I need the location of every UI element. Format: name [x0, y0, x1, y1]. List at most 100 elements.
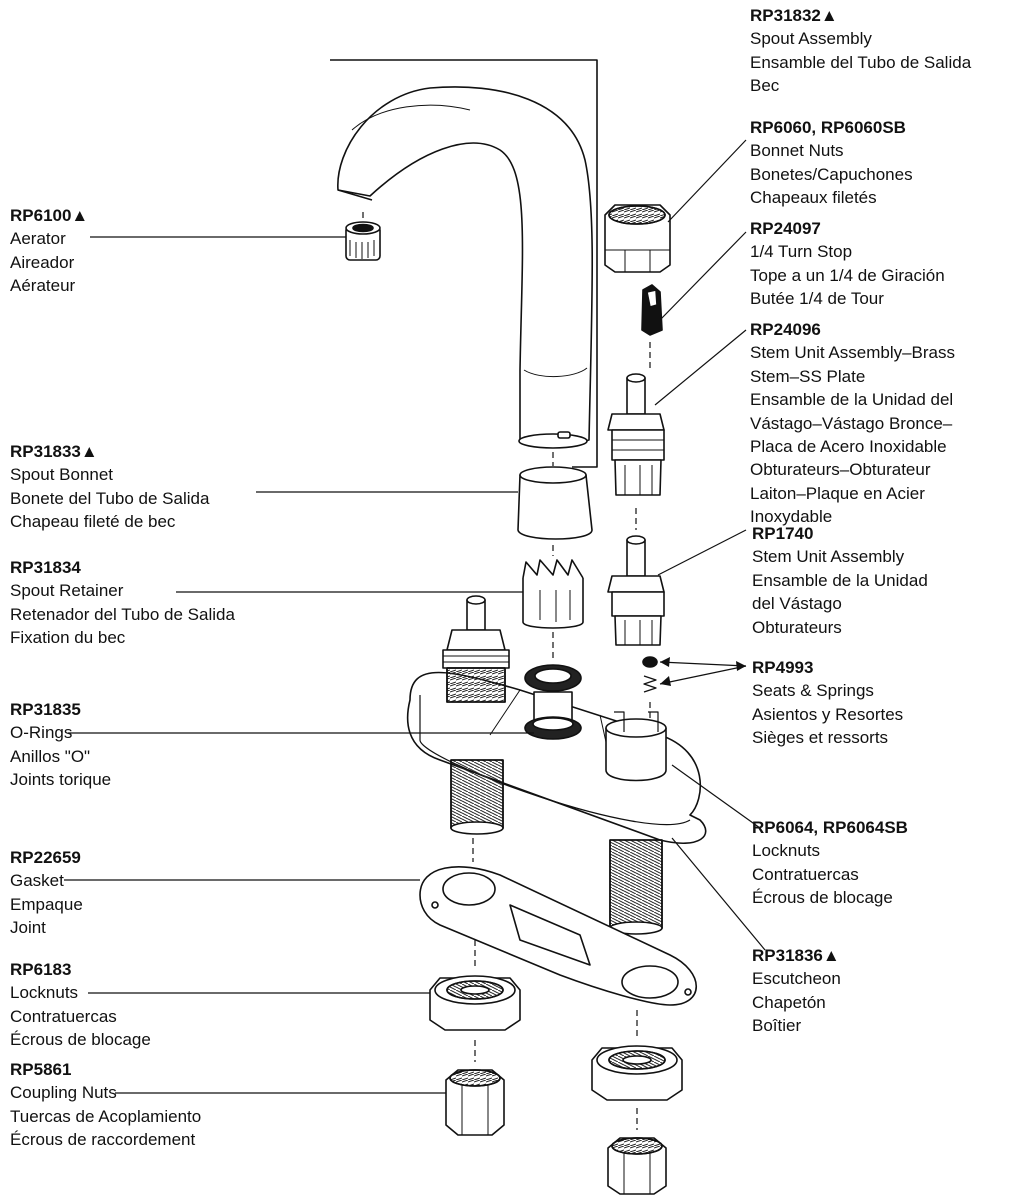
description-line: Sièges et ressorts	[752, 728, 889, 748]
callout-rp5861: RP5861 Coupling Nuts Tuercas de Acoplami…	[10, 1058, 201, 1152]
description-line: Ensamble de la Unidad del	[750, 390, 954, 410]
part-number: RP1740	[752, 524, 814, 543]
part-number: RP31834	[10, 558, 81, 577]
part-number: RP24097	[750, 219, 821, 238]
quarter-turn-stop-part	[641, 284, 663, 336]
description-line: O-Rings	[10, 723, 73, 743]
description-line: Contratuercas	[10, 1006, 117, 1026]
description-line: Écrous de blocage	[752, 888, 893, 908]
part-number: RP6183	[10, 960, 72, 979]
stem-unit-part	[607, 535, 665, 646]
description-line: Bonnet Nuts	[750, 141, 844, 161]
bonnet-nut-part	[604, 204, 671, 273]
o-rings-part	[524, 664, 582, 740]
locknut-left-part	[429, 975, 521, 1031]
description-line: Spout Retainer	[10, 581, 124, 601]
callout-rp1740: RP1740 Stem Unit Assembly Ensamble de la…	[752, 522, 928, 639]
description-line: Spout Bonnet	[10, 465, 114, 485]
callout-rp31833: RP31833▲ Spout Bonnet Bonete del Tubo de…	[10, 440, 209, 534]
callout-rp24097: RP24097 1/4 Turn Stop Tope a un 1/4 de G…	[750, 217, 945, 311]
description-line: Gasket	[10, 871, 64, 891]
gasket-part	[419, 866, 697, 1006]
description-line: Butée 1/4 de Tour	[750, 289, 884, 309]
callout-rp22659: RP22659 Gasket Empaque Joint	[10, 846, 83, 940]
description-line: Obturateurs	[752, 617, 842, 637]
part-number: RP6100▲	[10, 206, 89, 225]
bonnet-nuts-leader	[667, 139, 747, 223]
description-line: Coupling Nuts	[10, 1083, 117, 1103]
coupling-nut-right-part	[607, 1137, 667, 1195]
description-line: 1/4 Turn Stop	[750, 242, 853, 262]
locknuts-leader	[671, 764, 761, 829]
description-line: Placa de Acero Inoxidable	[750, 437, 947, 457]
description-line: Boîtier	[752, 1016, 802, 1036]
description-line: Escutcheon	[752, 969, 841, 989]
description-line: Écrous de blocage	[10, 1030, 151, 1050]
left-valve-part	[442, 595, 510, 835]
description-line: Seats & Springs	[752, 681, 874, 701]
turn-stop-leader	[659, 231, 747, 321]
description-line: Asientos y Resortes	[752, 704, 904, 724]
description-line: Ensamble de la Unidad	[752, 570, 928, 590]
aerator-part	[345, 221, 381, 261]
callout-rp6183: RP6183 Locknuts Contratuercas Écrous de …	[10, 958, 151, 1052]
description-line: Aérateur	[10, 276, 76, 296]
part-number: RP31835	[10, 700, 81, 719]
description-line: Retenador del Tubo de Salida	[10, 604, 235, 624]
description-line: Inoxydable	[750, 507, 833, 527]
description-line: Spout Assembly	[750, 29, 872, 49]
description-line: Laiton–Plaque en Acier	[750, 483, 925, 503]
seats-springs-part	[642, 656, 658, 693]
callout-rp24096: RP24096 Stem Unit Assembly–Brass Stem–SS…	[750, 318, 955, 529]
callout-rp31835: RP31835 O-Rings Anillos "O" Joints toriq…	[10, 698, 111, 792]
stem-unit-leader	[657, 529, 747, 576]
description-line: Locknuts	[10, 983, 79, 1003]
stem-unit-brass-part	[607, 373, 665, 496]
description-line: Joints torique	[10, 770, 112, 790]
spout-retainer-part	[522, 559, 584, 629]
description-line: Bec	[750, 76, 780, 96]
callout-rp6064: RP6064, RP6064SB Locknuts Contratuercas …	[752, 816, 908, 910]
description-line: Aireador	[10, 252, 75, 272]
description-line: Stem–SS Plate	[750, 366, 866, 386]
escutcheon-leader	[671, 837, 766, 951]
spout-assembly-leader	[330, 59, 598, 468]
description-line: Chapeaux filetés	[750, 188, 877, 208]
spout-assembly-part	[337, 86, 594, 449]
description-line: Empaque	[10, 894, 83, 914]
description-line: Tuercas de Acoplamiento	[10, 1106, 202, 1126]
part-number: RP31833▲	[10, 442, 98, 461]
callout-rp31832: RP31832▲ Spout Assembly Ensamble del Tub…	[750, 4, 971, 98]
description-line: Ensamble del Tubo de Salida	[750, 52, 972, 72]
callout-rp6060: RP6060, RP6060SB Bonnet Nuts Bonetes/Cap…	[750, 116, 913, 210]
stem-brass-leader	[654, 329, 747, 406]
description-line: Anillos "O"	[10, 746, 91, 766]
callout-rp4993: RP4993 Seats & Springs Asientos y Resort…	[752, 656, 903, 750]
seats-leader-a	[659, 661, 747, 667]
description-line: Fixation du bec	[10, 628, 126, 648]
description-line: Aerator	[10, 229, 66, 249]
description-line: Chapeau fileté de bec	[10, 512, 176, 532]
callout-rp31834: RP31834 Spout Retainer Retenador del Tub…	[10, 556, 235, 650]
description-line: del Vástago	[752, 594, 842, 614]
locknut-right-part	[591, 1045, 683, 1101]
description-line: Contratuercas	[752, 864, 859, 884]
right-valve-seat-part	[605, 711, 667, 935]
callout-rp6100: RP6100▲ Aerator Aireador Aérateur	[10, 204, 88, 298]
description-line: Locknuts	[752, 841, 821, 861]
description-line: Bonetes/Capuchones	[750, 164, 913, 184]
description-line: Vástago–Vástago Bronce–	[750, 413, 953, 433]
part-number: RP6064, RP6064SB	[752, 818, 908, 837]
description-line: Stem Unit Assembly–Brass	[750, 343, 956, 363]
spout-bonnet-part	[517, 466, 593, 540]
part-number: RP6060, RP6060SB	[750, 118, 906, 137]
description-line: Écrous de raccordement	[10, 1130, 196, 1150]
description-line: Chapetón	[752, 992, 826, 1012]
description-line: Tope a un 1/4 de Giración	[750, 265, 945, 285]
description-line: Stem Unit Assembly	[752, 547, 905, 567]
description-line: Joint	[10, 918, 46, 938]
coupling-nut-left-part	[445, 1069, 505, 1136]
part-number: RP31836▲	[752, 946, 840, 965]
